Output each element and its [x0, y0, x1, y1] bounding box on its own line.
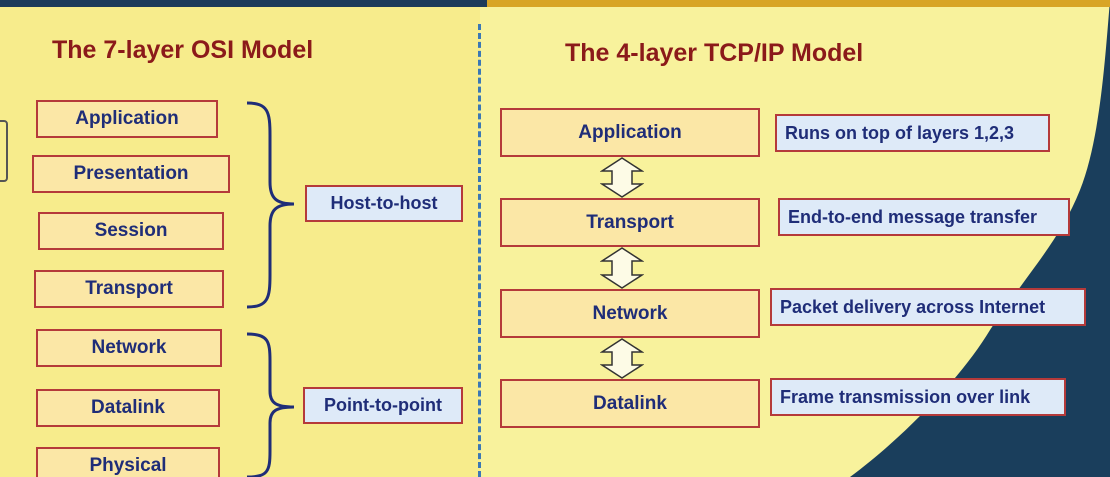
tcpip-title: The 4-layer TCP/IP Model	[565, 39, 864, 67]
side-handle[interactable]	[0, 120, 8, 182]
double-arrow-icon	[600, 338, 644, 379]
tcpip-layer-datalink: Datalink	[500, 379, 760, 428]
top-bar-right	[487, 0, 1110, 7]
desc-datalink: Frame transmission over link	[770, 378, 1066, 416]
double-arrow-icon	[600, 157, 644, 198]
double-arrow-icon	[600, 247, 644, 289]
desc-application: Runs on top of layers 1,2,3	[775, 114, 1050, 152]
host-to-host-brace	[246, 101, 295, 309]
tcpip-layer-transport: Transport	[500, 198, 760, 247]
osi-layer-datalink: Datalink	[36, 389, 220, 427]
osi-layer-physical: Physical	[36, 447, 220, 477]
osi-layer-network: Network	[36, 329, 222, 367]
group-host-to-host: Host-to-host	[305, 185, 463, 222]
column-divider	[478, 24, 481, 477]
osi-title: The 7-layer OSI Model	[52, 36, 314, 64]
tcpip-layer-application: Application	[500, 108, 760, 157]
desc-transport: End-to-end message transfer	[778, 198, 1070, 236]
desc-network: Packet delivery across Internet	[770, 288, 1086, 326]
point-to-point-brace	[246, 332, 295, 477]
group-point-to-point: Point-to-point	[303, 387, 463, 424]
osi-layer-session: Session	[38, 212, 224, 250]
tcpip-layer-network: Network	[500, 289, 760, 338]
top-bar-left	[0, 0, 487, 7]
osi-layer-transport: Transport	[34, 270, 224, 308]
osi-layer-presentation: Presentation	[32, 155, 230, 193]
osi-layer-application: Application	[36, 100, 218, 138]
